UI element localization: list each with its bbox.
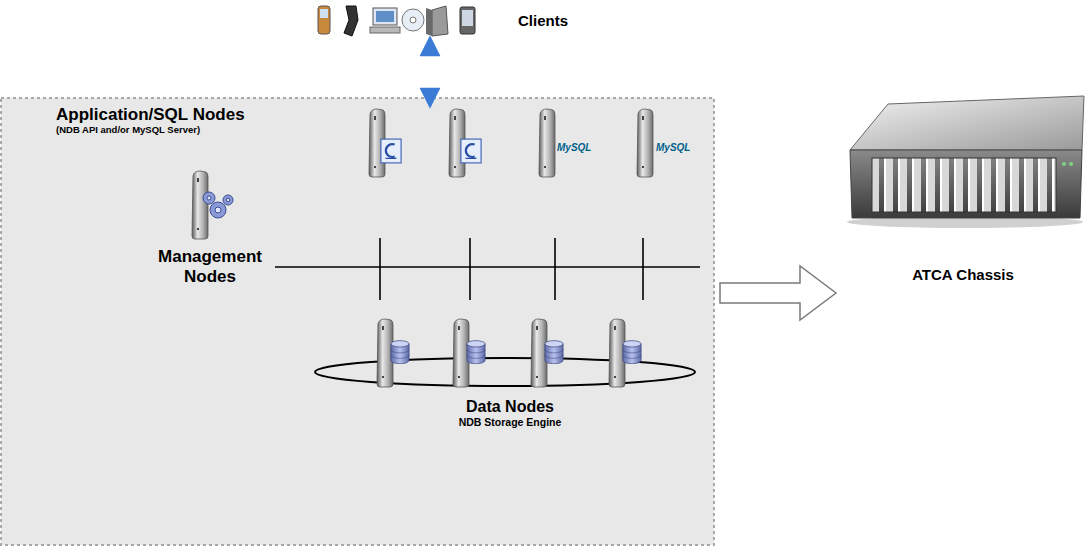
node-title: Clients (310, 12, 568, 29)
application-servers (369, 109, 653, 177)
node-subtitle: (NDB API and/or MySQL Server) (56, 125, 714, 136)
block-arrow (720, 266, 836, 320)
node-title: Management Nodes (150, 247, 270, 286)
data-servers (377, 319, 641, 387)
node-title: Data Nodes (400, 398, 620, 416)
double-arrow (427, 52, 434, 92)
management-node: Management Nodes (150, 247, 270, 291)
logo-text: MySQL (656, 142, 690, 153)
logo-text: MySQL (557, 142, 591, 153)
client-devices (318, 6, 475, 36)
clients-group: Clients (310, 0, 572, 44)
atca-chassis: ATCA Chassis (840, 88, 1086, 293)
application-sql-group: Application/SQL Nodes(NDB API and/or MyS… (50, 100, 714, 310)
data-node-group: Data NodesNDB Storage Engine (400, 398, 620, 433)
management-server (192, 171, 233, 239)
cluster-region (1, 98, 714, 545)
cluster-bus (275, 238, 700, 300)
atca-chassis-image (847, 96, 1084, 228)
node-subtitle: NDB Storage Engine (400, 416, 620, 428)
node-title: Application/SQL Nodes (56, 105, 714, 125)
node-title: ATCA Chassis (840, 266, 1086, 283)
